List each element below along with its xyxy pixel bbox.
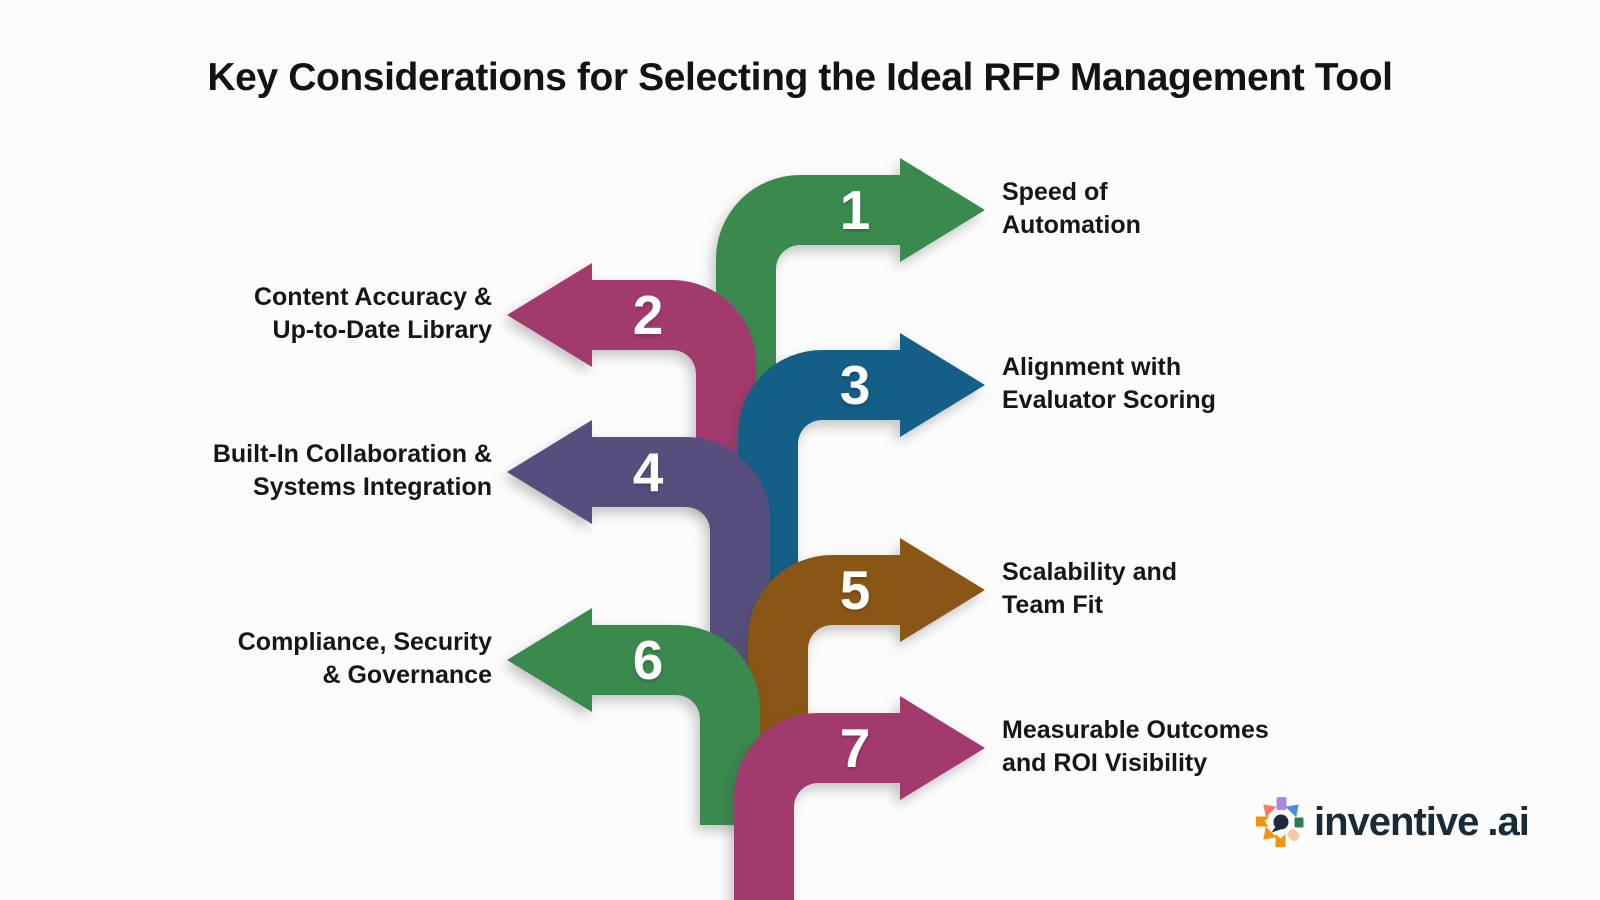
arrow-4-label: Built-In Collaboration & Systems Integra… <box>212 440 492 501</box>
logo-text: inventive <box>1314 799 1479 844</box>
arrow-5-shape <box>748 538 985 772</box>
arrow-6-shape <box>507 608 760 825</box>
arrow-3-label: Alignment with Evaluator Scoring <box>1002 353 1216 414</box>
logo: inventive .ai <box>1254 792 1530 852</box>
arrow-3-number: 3 <box>839 354 871 416</box>
arrow-1-number: 1 <box>839 179 871 241</box>
arrow-6-label: Compliance, Security & Governance <box>237 628 492 689</box>
arrow-7-label: Measurable Outcomes and ROI Visibility <box>1002 716 1269 777</box>
logo-suffix: .ai <box>1487 799 1529 844</box>
arrow-5-label: Scalability and Team Fit <box>1002 558 1178 619</box>
arrow-4-number: 4 <box>632 441 664 503</box>
arrow-3-shape <box>738 333 985 590</box>
arrow-7-shape <box>734 696 985 900</box>
arrow-4-shape <box>507 420 770 675</box>
arrow-2-shape <box>507 263 756 505</box>
arrow-2-label: Content Accuracy & Up-to-Date Library <box>253 283 492 344</box>
inventive-logo-icon <box>1256 797 1304 847</box>
page-title: Key Considerations for Selecting the Ide… <box>207 56 1393 99</box>
arrow-5-number: 5 <box>839 559 871 621</box>
arrow-6-number: 6 <box>632 629 664 691</box>
arrow-7-number: 7 <box>839 717 871 779</box>
arrow-1-shape <box>716 158 985 415</box>
arrow-1-label: Speed of Automation <box>1002 178 1141 239</box>
arrow-2-number: 2 <box>632 284 664 346</box>
